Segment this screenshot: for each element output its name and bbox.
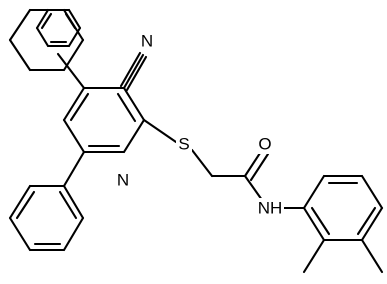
bottom-phenyl-ring [8, 184, 85, 252]
side-chain [142, 118, 306, 210]
svg-text:O: O [258, 135, 271, 154]
methyl-groups [302, 238, 384, 274]
svg-text:N: N [141, 32, 153, 51]
top-phenyl-ring-main [8, 8, 85, 72]
atom-label-carbonyl-o: O [257, 134, 273, 154]
svg-text:S: S [178, 135, 189, 154]
bond-top-phenyl-to-pyridine [56, 52, 86, 90]
cyano-group [119, 51, 148, 92]
atom-label-amide-nh: NH [256, 198, 284, 218]
bond-bottom-phenyl-to-pyridine [62, 150, 86, 188]
atom-label-cyano-n: N [139, 31, 155, 51]
atom-label-ring-n: N [115, 170, 131, 190]
pyridine-ring [62, 86, 146, 154]
top-phenyl-ring [35, 8, 82, 48]
svg-text:N: N [117, 171, 129, 190]
svg-text:NH: NH [258, 199, 283, 218]
atom-label-sulfur: S [176, 134, 192, 154]
dimethylphenyl-ring [302, 174, 384, 242]
